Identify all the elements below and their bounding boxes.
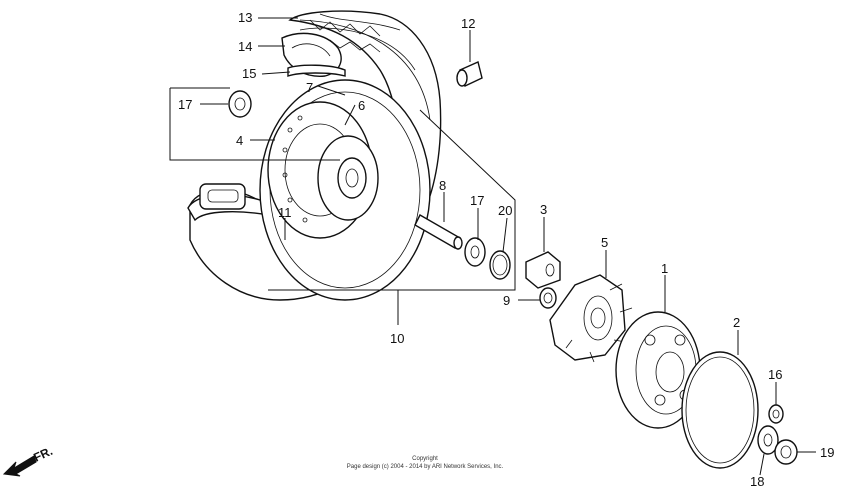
callout-7[interactable]: 7	[306, 80, 313, 95]
leader-box-right	[268, 109, 516, 291]
callout-1[interactable]: 1	[661, 261, 668, 276]
callout-19[interactable]: 19	[820, 445, 834, 460]
copyright-line-2: Page design (c) 2004 - 2014 by ARI Netwo…	[347, 464, 504, 470]
tube-section[interactable]	[187, 183, 270, 222]
callout-9[interactable]: 9	[503, 293, 510, 308]
seal-ring[interactable]	[681, 351, 759, 469]
o-ring[interactable]	[489, 250, 511, 280]
callout-4[interactable]: 4	[236, 133, 243, 148]
callout-5[interactable]: 5	[601, 235, 608, 250]
callout-17-right[interactable]: 17	[470, 193, 484, 208]
callout-8[interactable]: 8	[439, 178, 446, 193]
tire-tread	[309, 19, 381, 53]
bearing-18[interactable]	[757, 425, 779, 455]
callout-6[interactable]: 6	[358, 98, 365, 113]
axle-sleeve[interactable]	[414, 214, 463, 250]
callout-11[interactable]: 11	[278, 205, 292, 220]
seal-19[interactable]	[774, 439, 798, 465]
driven-flange[interactable]	[549, 274, 633, 363]
bearing-right[interactable]	[464, 237, 486, 267]
wheel-hub[interactable]	[317, 135, 379, 221]
callout-15[interactable]: 15	[242, 66, 256, 81]
callout-20[interactable]: 20	[498, 203, 512, 218]
final-driven-sprocket[interactable]	[615, 311, 701, 429]
distance-collar[interactable]	[539, 287, 557, 309]
copyright-line-1: Copyright	[412, 456, 438, 462]
callout-2[interactable]: 2	[733, 315, 740, 330]
callout-12[interactable]: 12	[461, 16, 475, 31]
callout-18[interactable]: 18	[750, 474, 764, 489]
callout-14[interactable]: 14	[238, 39, 252, 54]
callout-10[interactable]: 10	[390, 331, 404, 346]
front-direction-label: FR.	[31, 444, 54, 465]
callout-3[interactable]: 3	[540, 202, 547, 217]
nut-16[interactable]	[768, 404, 784, 424]
callout-16[interactable]: 16	[768, 367, 782, 382]
callout-17-left[interactable]: 17	[178, 97, 192, 112]
callout-13[interactable]: 13	[238, 10, 252, 25]
leader-box-left	[169, 88, 340, 161]
valve-cap[interactable]	[456, 61, 483, 87]
front-direction-arrow-icon	[2, 455, 37, 477]
leader-lines	[200, 17, 816, 476]
damper-rubber[interactable]	[525, 251, 561, 289]
rim-band[interactable]	[287, 64, 346, 77]
bearing-left[interactable]	[228, 90, 252, 118]
